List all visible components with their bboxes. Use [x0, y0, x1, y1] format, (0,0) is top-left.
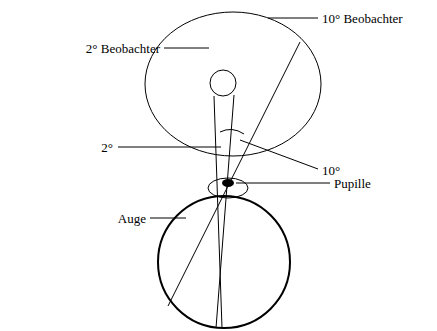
observer-label: 10° Beobachter: [322, 12, 403, 25]
eye-outline: [158, 196, 290, 328]
arrow-mark: [240, 42, 300, 50]
lens-outline: [208, 178, 248, 198]
pupil-dot: [222, 179, 234, 187]
leader-line: [240, 140, 318, 169]
part-label: Pupille: [334, 177, 371, 190]
field-10-degree: [145, 12, 321, 156]
field-2-degree: [210, 70, 236, 96]
leader-line: [150, 218, 186, 219]
leader-line: [118, 147, 221, 148]
angle-arc: [220, 129, 244, 134]
angle-label: 10°: [322, 164, 340, 177]
leader-line: [236, 183, 330, 184]
leader-line: [164, 48, 209, 49]
ray-line: [168, 42, 300, 306]
angle-label: 2°: [101, 141, 113, 154]
part-label: Auge: [118, 212, 146, 225]
leader-line: [268, 18, 318, 19]
observer-label: 2° Beobachter: [86, 42, 160, 55]
